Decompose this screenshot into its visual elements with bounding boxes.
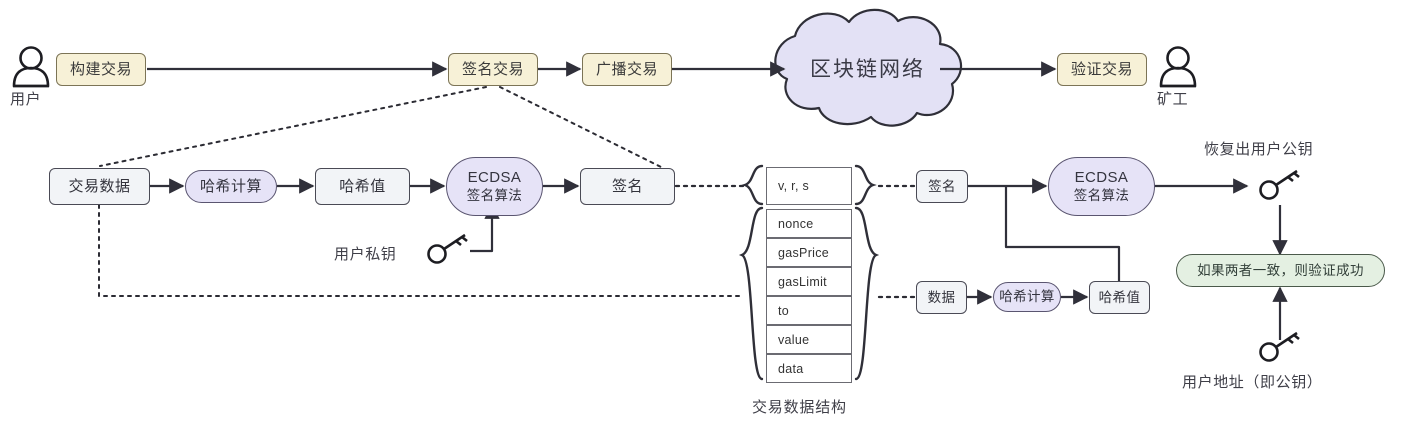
struct-row-label: v, r, s	[778, 179, 810, 193]
address-key-icon	[1259, 331, 1300, 362]
struct-row-label: nonce	[778, 216, 814, 231]
transaction-data-label: 交易数据	[68, 177, 131, 195]
structure-braces	[738, 164, 880, 381]
blockchain-network-label: 区块链网络	[810, 57, 925, 81]
verify-hash-calc-label: 哈希计算	[999, 289, 1055, 305]
broadcast-transaction-label: 广播交易	[595, 60, 658, 78]
sign-transaction-label: 签名交易	[461, 60, 524, 78]
blockchain-cloud-shape	[774, 8, 962, 127]
struct-row-gasprice: gasPrice	[766, 238, 852, 267]
struct-row-value: value	[766, 325, 852, 354]
verify-data-node[interactable]: 数据	[916, 281, 967, 314]
ecdsa-sign-title: ECDSA	[467, 169, 522, 187]
struct-row-label: gasLimit	[778, 274, 827, 289]
private-key-icon	[427, 233, 468, 264]
struct-row-label: to	[778, 303, 790, 318]
struct-row-vrs: v, r, s	[766, 167, 852, 205]
ecdsa-verify-title: ECDSA	[1074, 169, 1129, 187]
struct-row-nonce: nonce	[766, 209, 852, 238]
struct-row-label: gasPrice	[778, 245, 830, 260]
user-address-label: 用户地址（即公钥）	[1182, 374, 1323, 391]
struct-row-data: data	[766, 354, 852, 383]
ecdsa-verify-node[interactable]: ECDSA 签名算法	[1048, 157, 1155, 216]
verify-result-node: 如果两者一致，则验证成功	[1176, 254, 1385, 287]
public-key-icon	[1259, 169, 1300, 200]
private-key-label: 用户私钥	[334, 246, 397, 263]
miner-label: 矿工	[1157, 91, 1189, 108]
verify-signature-node[interactable]: 签名	[916, 170, 968, 203]
hash-calc-node[interactable]: 哈希计算	[185, 170, 277, 203]
blockchain-network-node[interactable]: 区块链网络	[775, 52, 960, 88]
structure-caption: 交易数据结构	[752, 399, 847, 416]
recovered-pubkey-label: 恢复出用户公钥	[1204, 141, 1314, 158]
build-transaction-node[interactable]: 构建交易	[56, 53, 146, 86]
user-icon	[12, 46, 50, 88]
struct-row-label: data	[778, 361, 804, 376]
verify-result-label: 如果两者一致，则验证成功	[1197, 262, 1364, 278]
verify-transaction-node[interactable]: 验证交易	[1057, 53, 1147, 86]
verify-data-label: 数据	[927, 289, 956, 305]
hash-calc-label: 哈希计算	[199, 177, 262, 195]
verify-hash-value-label: 哈希值	[1098, 289, 1141, 305]
broadcast-transaction-node[interactable]: 广播交易	[582, 53, 672, 86]
struct-row-to: to	[766, 296, 852, 325]
build-transaction-label: 构建交易	[69, 60, 132, 78]
signature-node[interactable]: 签名	[580, 168, 675, 205]
hash-value-label: 哈希值	[339, 177, 386, 195]
verify-transaction-label: 验证交易	[1070, 60, 1133, 78]
struct-row-gaslimit: gasLimit	[766, 267, 852, 296]
user-label: 用户	[10, 91, 42, 108]
verify-signature-label: 签名	[928, 178, 956, 194]
transaction-data-node[interactable]: 交易数据	[49, 168, 150, 205]
miner-icon	[1159, 46, 1197, 88]
struct-row-label: value	[778, 332, 810, 347]
sign-transaction-node[interactable]: 签名交易	[448, 53, 538, 86]
ecdsa-verify-subtitle: 签名算法	[1073, 187, 1130, 203]
signature-label: 签名	[611, 177, 643, 195]
verify-hash-value-node[interactable]: 哈希值	[1089, 281, 1150, 314]
ecdsa-sign-subtitle: 签名算法	[466, 187, 523, 203]
hash-value-node[interactable]: 哈希值	[315, 168, 410, 205]
ecdsa-sign-node[interactable]: ECDSA 签名算法	[446, 157, 543, 216]
verify-hash-calc-node[interactable]: 哈希计算	[993, 282, 1061, 312]
